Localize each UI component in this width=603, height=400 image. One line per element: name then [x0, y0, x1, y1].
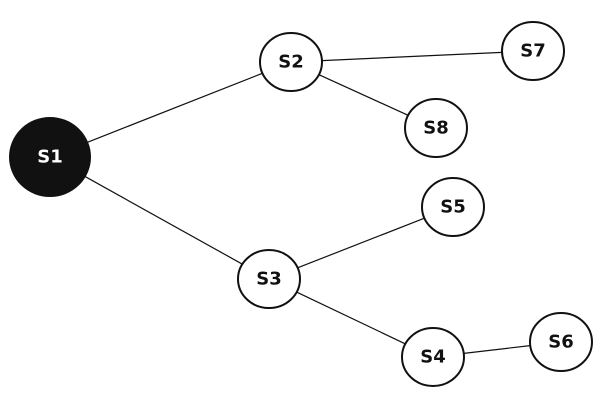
node-s1-shape	[9, 117, 91, 197]
node-s8-shape	[404, 98, 468, 158]
edge-s2-s7	[321, 51, 503, 62]
node-s8-label: S8	[423, 118, 449, 139]
node-s6-shape	[529, 312, 593, 372]
node-s2: S2	[259, 32, 323, 92]
edge-s1-s2	[86, 72, 263, 143]
node-s4: S4	[401, 327, 465, 387]
edge-s1-s3	[84, 175, 243, 265]
node-s1-label: S1	[37, 147, 63, 168]
edge-s3-s5	[297, 217, 425, 269]
node-s7-shape	[501, 21, 565, 81]
node-s2-shape	[259, 32, 323, 92]
edge-s3-s4	[296, 291, 406, 345]
node-s5-label: S5	[440, 197, 466, 218]
node-s4-shape	[401, 327, 465, 387]
node-s3-shape	[237, 249, 301, 309]
edges-layer	[84, 51, 531, 354]
node-s7: S7	[501, 21, 565, 81]
node-s4-label: S4	[420, 347, 446, 368]
node-s3: S3	[237, 249, 301, 309]
node-s6: S6	[529, 312, 593, 372]
edge-s4-s6	[463, 345, 531, 354]
node-s3-label: S3	[256, 269, 282, 290]
node-s6-label: S6	[548, 332, 574, 353]
node-s5: S5	[421, 177, 485, 237]
node-s8: S8	[404, 98, 468, 158]
node-s1: S1	[9, 117, 91, 197]
node-s7-label: S7	[520, 41, 546, 62]
edge-s2-s8	[318, 74, 409, 116]
node-s2-label: S2	[278, 52, 304, 73]
node-s5-shape	[421, 177, 485, 237]
